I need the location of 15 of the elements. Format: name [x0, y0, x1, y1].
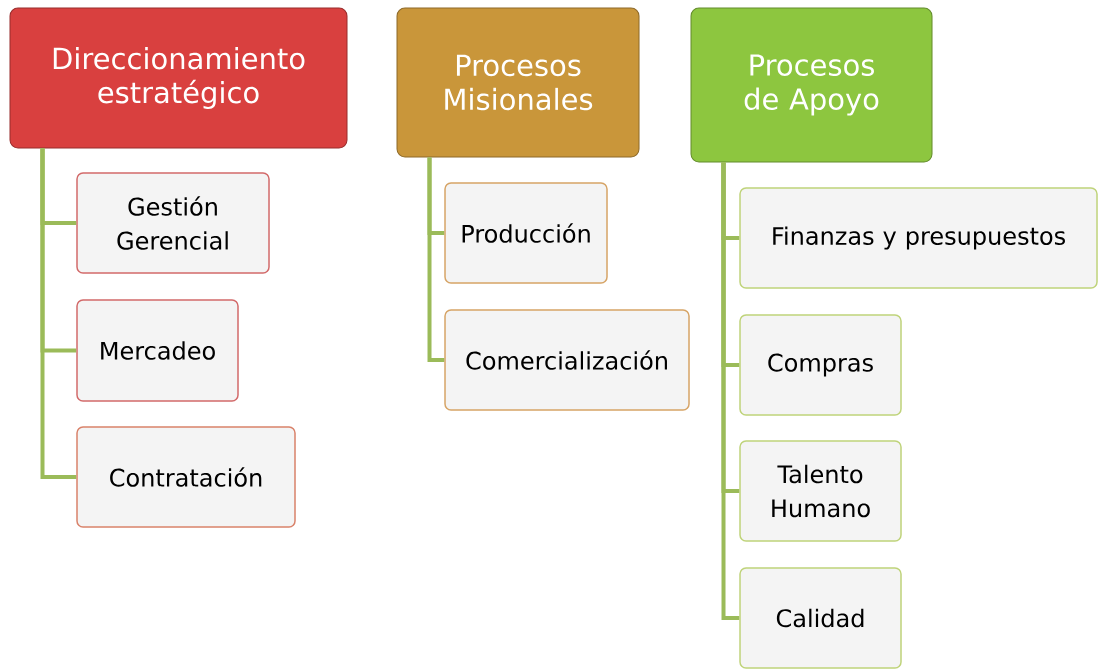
connector-line	[427, 157, 445, 362]
process-box: Comercialización	[444, 309, 690, 411]
process-box: Finanzas y presupuestos	[739, 187, 1098, 289]
category-box: Procesos de Apoyo	[690, 7, 933, 163]
process-box: Gestión Gerencial	[76, 172, 270, 274]
connector-line	[40, 148, 77, 479]
process-box: Compras	[739, 314, 902, 416]
process-box: Producción	[444, 182, 608, 284]
category-box: Procesos Misionales	[396, 7, 640, 158]
process-box: Calidad	[739, 567, 902, 669]
category-box: Direccionamiento estratégico	[9, 7, 348, 149]
process-box: Talento Humano	[739, 440, 902, 542]
connector-line	[721, 162, 740, 620]
process-box: Contratación	[76, 426, 296, 528]
process-box: Mercadeo	[76, 299, 239, 402]
